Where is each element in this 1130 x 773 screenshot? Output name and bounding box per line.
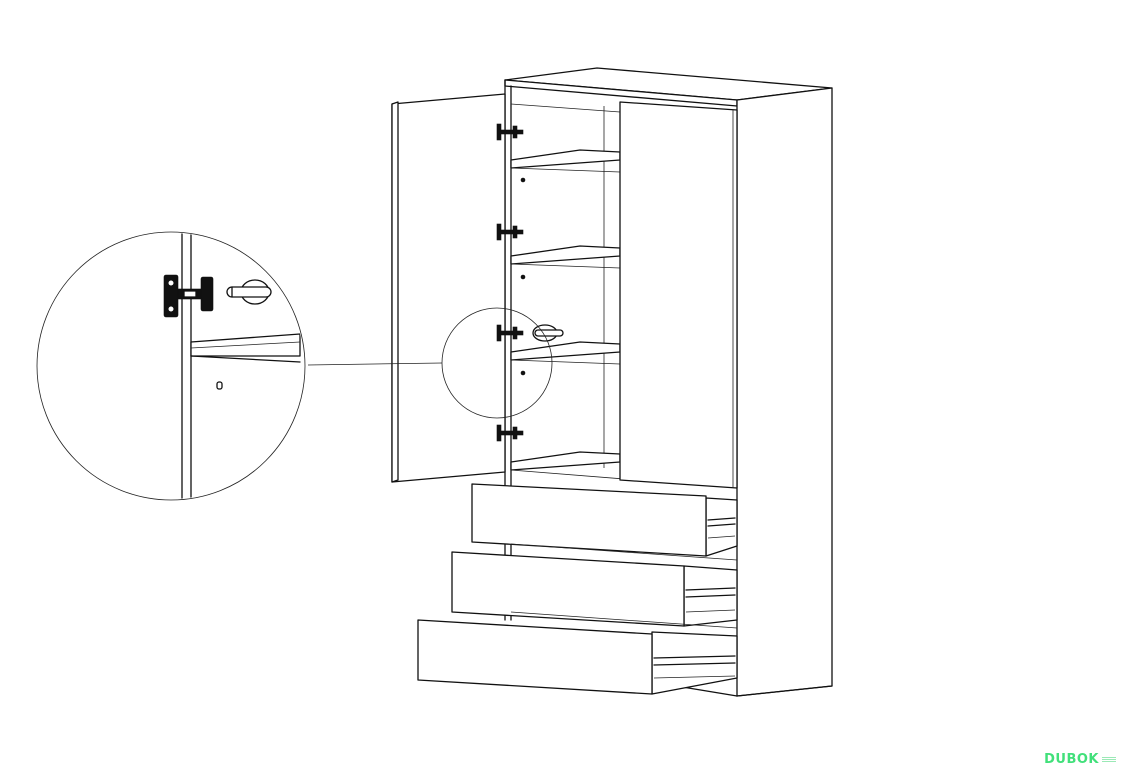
right-door xyxy=(619,101,738,489)
magnified-hinge xyxy=(163,274,272,318)
drawer-2 xyxy=(451,551,738,627)
hinge-3 xyxy=(496,324,564,342)
watermark-tagline-lines xyxy=(1102,757,1116,762)
watermark-text: DUBOK xyxy=(1044,752,1099,767)
callout-magnified-content xyxy=(163,233,301,499)
left-door xyxy=(391,93,506,483)
callout-leader-line xyxy=(307,362,443,366)
hinge-4 xyxy=(496,424,524,442)
drawer-1 xyxy=(471,483,738,557)
drawers xyxy=(417,483,738,695)
hinge-1 xyxy=(496,123,524,141)
callout-magnified-circle xyxy=(36,231,306,501)
hinge-2 xyxy=(496,223,524,241)
hinge-detail-callout xyxy=(36,231,553,501)
wardrobe-carcass xyxy=(504,67,833,697)
hinges xyxy=(496,123,564,442)
watermark-logo: DUBOK xyxy=(1044,752,1116,767)
drawer-3 xyxy=(417,619,738,695)
